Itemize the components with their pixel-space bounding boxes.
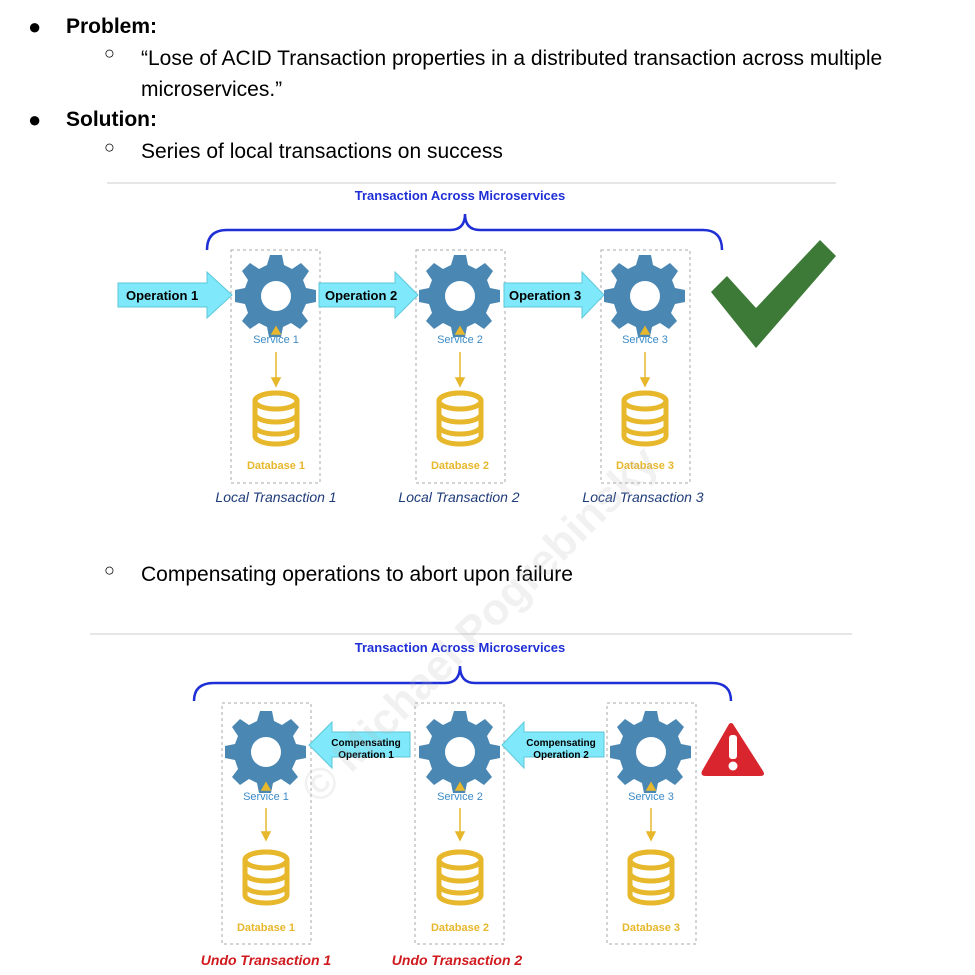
undo-transaction-label: Undo Transaction 1	[200, 952, 332, 968]
service-label: Service 3	[628, 791, 674, 803]
solution-heading: Solution:	[66, 108, 157, 131]
service-box	[221, 702, 312, 945]
compensating-label: Compensating Operation 1	[326, 738, 406, 762]
database-label: Database 2	[430, 922, 490, 934]
compensating-arrow	[308, 720, 411, 770]
service-label: Service 2	[437, 791, 483, 803]
sub-bullet: ○	[104, 137, 115, 157]
compensating-label-line2: Operation 1	[338, 750, 394, 761]
database-label: Database 3	[615, 460, 675, 472]
diagram-title: Transaction Across Microservices	[354, 188, 566, 203]
service-box	[415, 249, 506, 484]
bullet-dot: ●	[28, 14, 42, 39]
sub-bullet: ○	[104, 43, 115, 63]
brace-line	[205, 213, 724, 251]
gear-icon	[604, 255, 685, 337]
solution-point-2: Compensating operations to abort upon fa…	[141, 563, 573, 586]
local-transaction-label: Local Transaction 1	[215, 489, 337, 505]
gear-icon	[419, 255, 500, 337]
gear-icon	[610, 711, 691, 793]
database-label: Database 2	[430, 460, 490, 472]
gear-icon	[235, 255, 316, 337]
service-box	[600, 249, 691, 484]
operation-arrow	[318, 270, 419, 320]
database-icon	[630, 852, 672, 903]
problem-heading: Problem:	[66, 15, 158, 38]
solution-point-1: Series of local transactions on success	[141, 140, 503, 163]
gear-icon	[419, 711, 500, 793]
operation-arrow	[117, 270, 233, 320]
operation-arrow	[503, 270, 605, 320]
database-icon	[439, 393, 481, 444]
compensating-label-line1: Compensating	[331, 738, 401, 749]
problem-text-line2: microservices.”	[141, 78, 283, 101]
diagram-title: Transaction Across Microservices	[354, 640, 566, 655]
operation-label: Operation 3	[509, 288, 582, 303]
service-box	[606, 702, 697, 945]
database-icon	[255, 393, 297, 444]
checkmark-icon	[711, 240, 836, 348]
brace-line	[192, 665, 733, 702]
problem-text-line1: “Lose of ACID Transaction properties in …	[141, 47, 883, 70]
compensating-label-line2: Operation 2	[533, 750, 589, 761]
operation-label: Operation 1	[126, 288, 199, 303]
local-transaction-label: Local Transaction 2	[398, 489, 520, 505]
compensating-label: Compensating Operation 2	[520, 738, 602, 762]
database-label: Database 3	[621, 922, 681, 934]
service-label: Service 1	[243, 791, 289, 803]
service-label: Service 3	[622, 334, 668, 346]
compensating-arrow	[501, 720, 605, 770]
database-icon	[439, 852, 481, 903]
service-box	[230, 249, 321, 484]
sub-bullet: ○	[104, 560, 115, 580]
database-label: Database 1	[236, 922, 296, 934]
compensating-label-line1: Compensating	[526, 738, 596, 749]
undo-transaction-label: Undo Transaction 2	[391, 952, 523, 968]
bullet-dot: ●	[28, 107, 42, 132]
operation-label: Operation 2	[325, 288, 398, 303]
service-label: Service 2	[437, 334, 483, 346]
service-box	[414, 702, 505, 945]
database-label: Database 1	[246, 460, 306, 472]
local-transaction-label: Local Transaction 3	[582, 489, 704, 505]
service-label: Service 1	[253, 334, 299, 346]
